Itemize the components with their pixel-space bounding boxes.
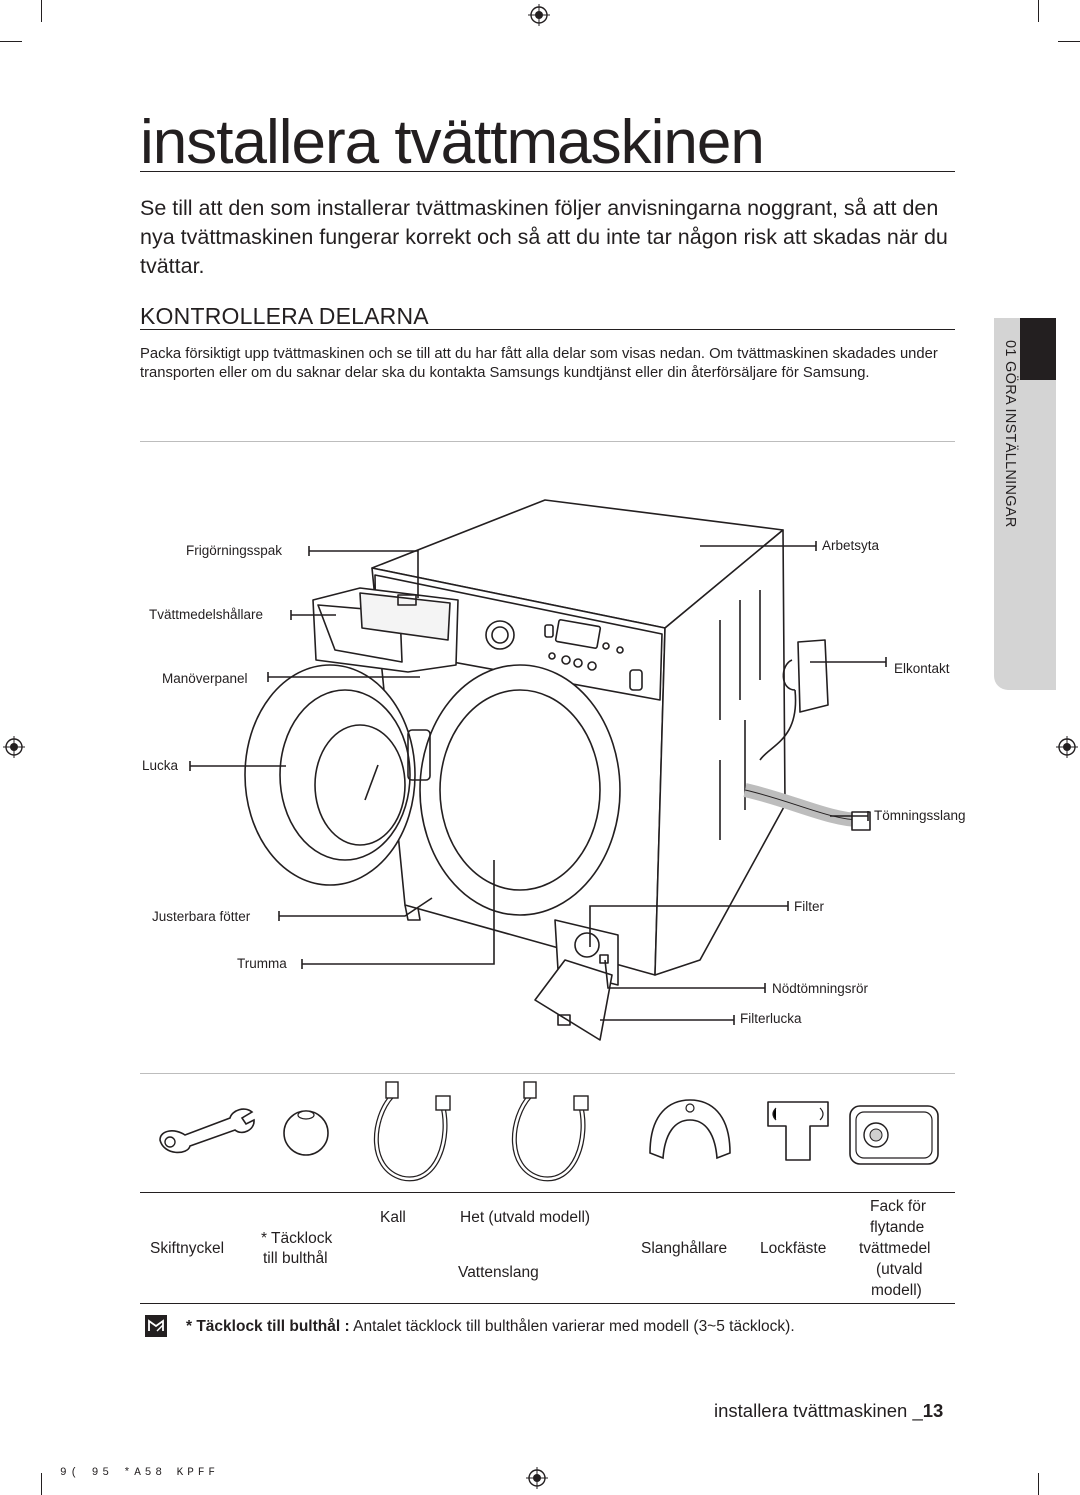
page-title: installera tvättmaskinen (140, 108, 765, 177)
crop-mark (1038, 0, 1039, 22)
page-number: 13 (922, 1400, 944, 1421)
label-drum: Trumma (237, 956, 287, 971)
part-bolt-cap-line2: till bulthål (263, 1250, 328, 1267)
part-liquid-compartment-line3: tvättmedel (859, 1240, 931, 1257)
crop-mark (41, 1473, 42, 1495)
footer-text: installera tvättmaskinen _ (714, 1400, 923, 1421)
label-power-plug: Elkontakt (894, 661, 950, 676)
section-body: Packa försiktigt upp tvättmaskinen och s… (140, 346, 938, 381)
part-liquid-compartment-line5: modell) (871, 1282, 922, 1299)
registration-mark-icon (3, 736, 25, 758)
registration-mark-icon (526, 1467, 548, 1489)
intro-paragraph: Se till att den som installerar tvättmas… (140, 196, 948, 278)
part-hot: Het (utvald modell) (460, 1209, 591, 1226)
cold-water-hose-icon (373, 1081, 451, 1182)
parts-rule-top (140, 1073, 955, 1074)
part-liquid-compartment-line2: flytande (870, 1219, 925, 1236)
hose-guide-icon (649, 1099, 731, 1160)
note-bold: * Täcklock till bulthål : (186, 1318, 350, 1335)
bolt-cap-icon (283, 1110, 329, 1156)
note-icon (145, 1315, 167, 1337)
part-cold: Kall (380, 1209, 406, 1226)
part-liquid-compartment-line4: (utvald (876, 1261, 923, 1278)
registration-mark-icon (528, 4, 550, 26)
liquid-detergent-compartment-icon (849, 1105, 939, 1165)
chapter-tab-marker (1020, 318, 1056, 380)
label-drain-hose: Tömningsslang (874, 808, 966, 823)
title-rule (140, 171, 955, 172)
part-water-hose: Vattenslang (458, 1264, 539, 1281)
section-heading: KONTROLLERA DELARNA (140, 303, 429, 329)
crop-mark (1038, 1473, 1039, 1495)
part-spanner: Skiftnyckel (150, 1240, 225, 1257)
label-adjustable-feet: Justerbara fötter (152, 909, 251, 924)
parts-rule-mid (140, 1192, 955, 1193)
hot-water-hose-icon (511, 1081, 589, 1182)
cap-holder-icon (767, 1101, 829, 1161)
parts-rule-bottom (140, 1303, 955, 1304)
part-liquid-compartment-line1: Fack för (870, 1198, 926, 1215)
note-text: * Täcklock till bulthål : Antalet täcklo… (186, 1318, 795, 1336)
part-cap-holder: Lockfäste (760, 1240, 827, 1257)
label-worktop: Arbetsyta (822, 538, 880, 553)
spanner-icon (159, 1108, 255, 1154)
crop-mark (0, 41, 22, 42)
registration-mark-icon (1056, 736, 1078, 758)
label-filter: Filter (794, 899, 824, 914)
part-hose-guide: Slanghållare (641, 1240, 728, 1257)
label-detergent-drawer: Tvättmedelshållare (149, 607, 264, 622)
part-bolt-cap-line1: * Täcklock (261, 1230, 333, 1247)
label-emergency-drain-tube: Nödtömningsrör (772, 981, 869, 996)
crop-mark (41, 0, 42, 22)
label-filter-cover: Filterlucka (740, 1011, 802, 1026)
label-control-panel: Manöverpanel (162, 671, 248, 686)
separator-rule (140, 441, 955, 442)
print-code: 9( 95 *A58 KPFF (60, 1467, 220, 1479)
label-release-lever: Frigörningsspak (186, 543, 283, 558)
label-door: Lucka (142, 758, 179, 773)
chapter-side-tab (994, 318, 1056, 690)
section-rule (140, 329, 955, 330)
note-body: Antalet täcklock till bulthålen varierar… (349, 1318, 795, 1335)
page-footer: installera tvättmaskinen _13 (714, 1400, 943, 1422)
crop-mark (1058, 41, 1080, 42)
